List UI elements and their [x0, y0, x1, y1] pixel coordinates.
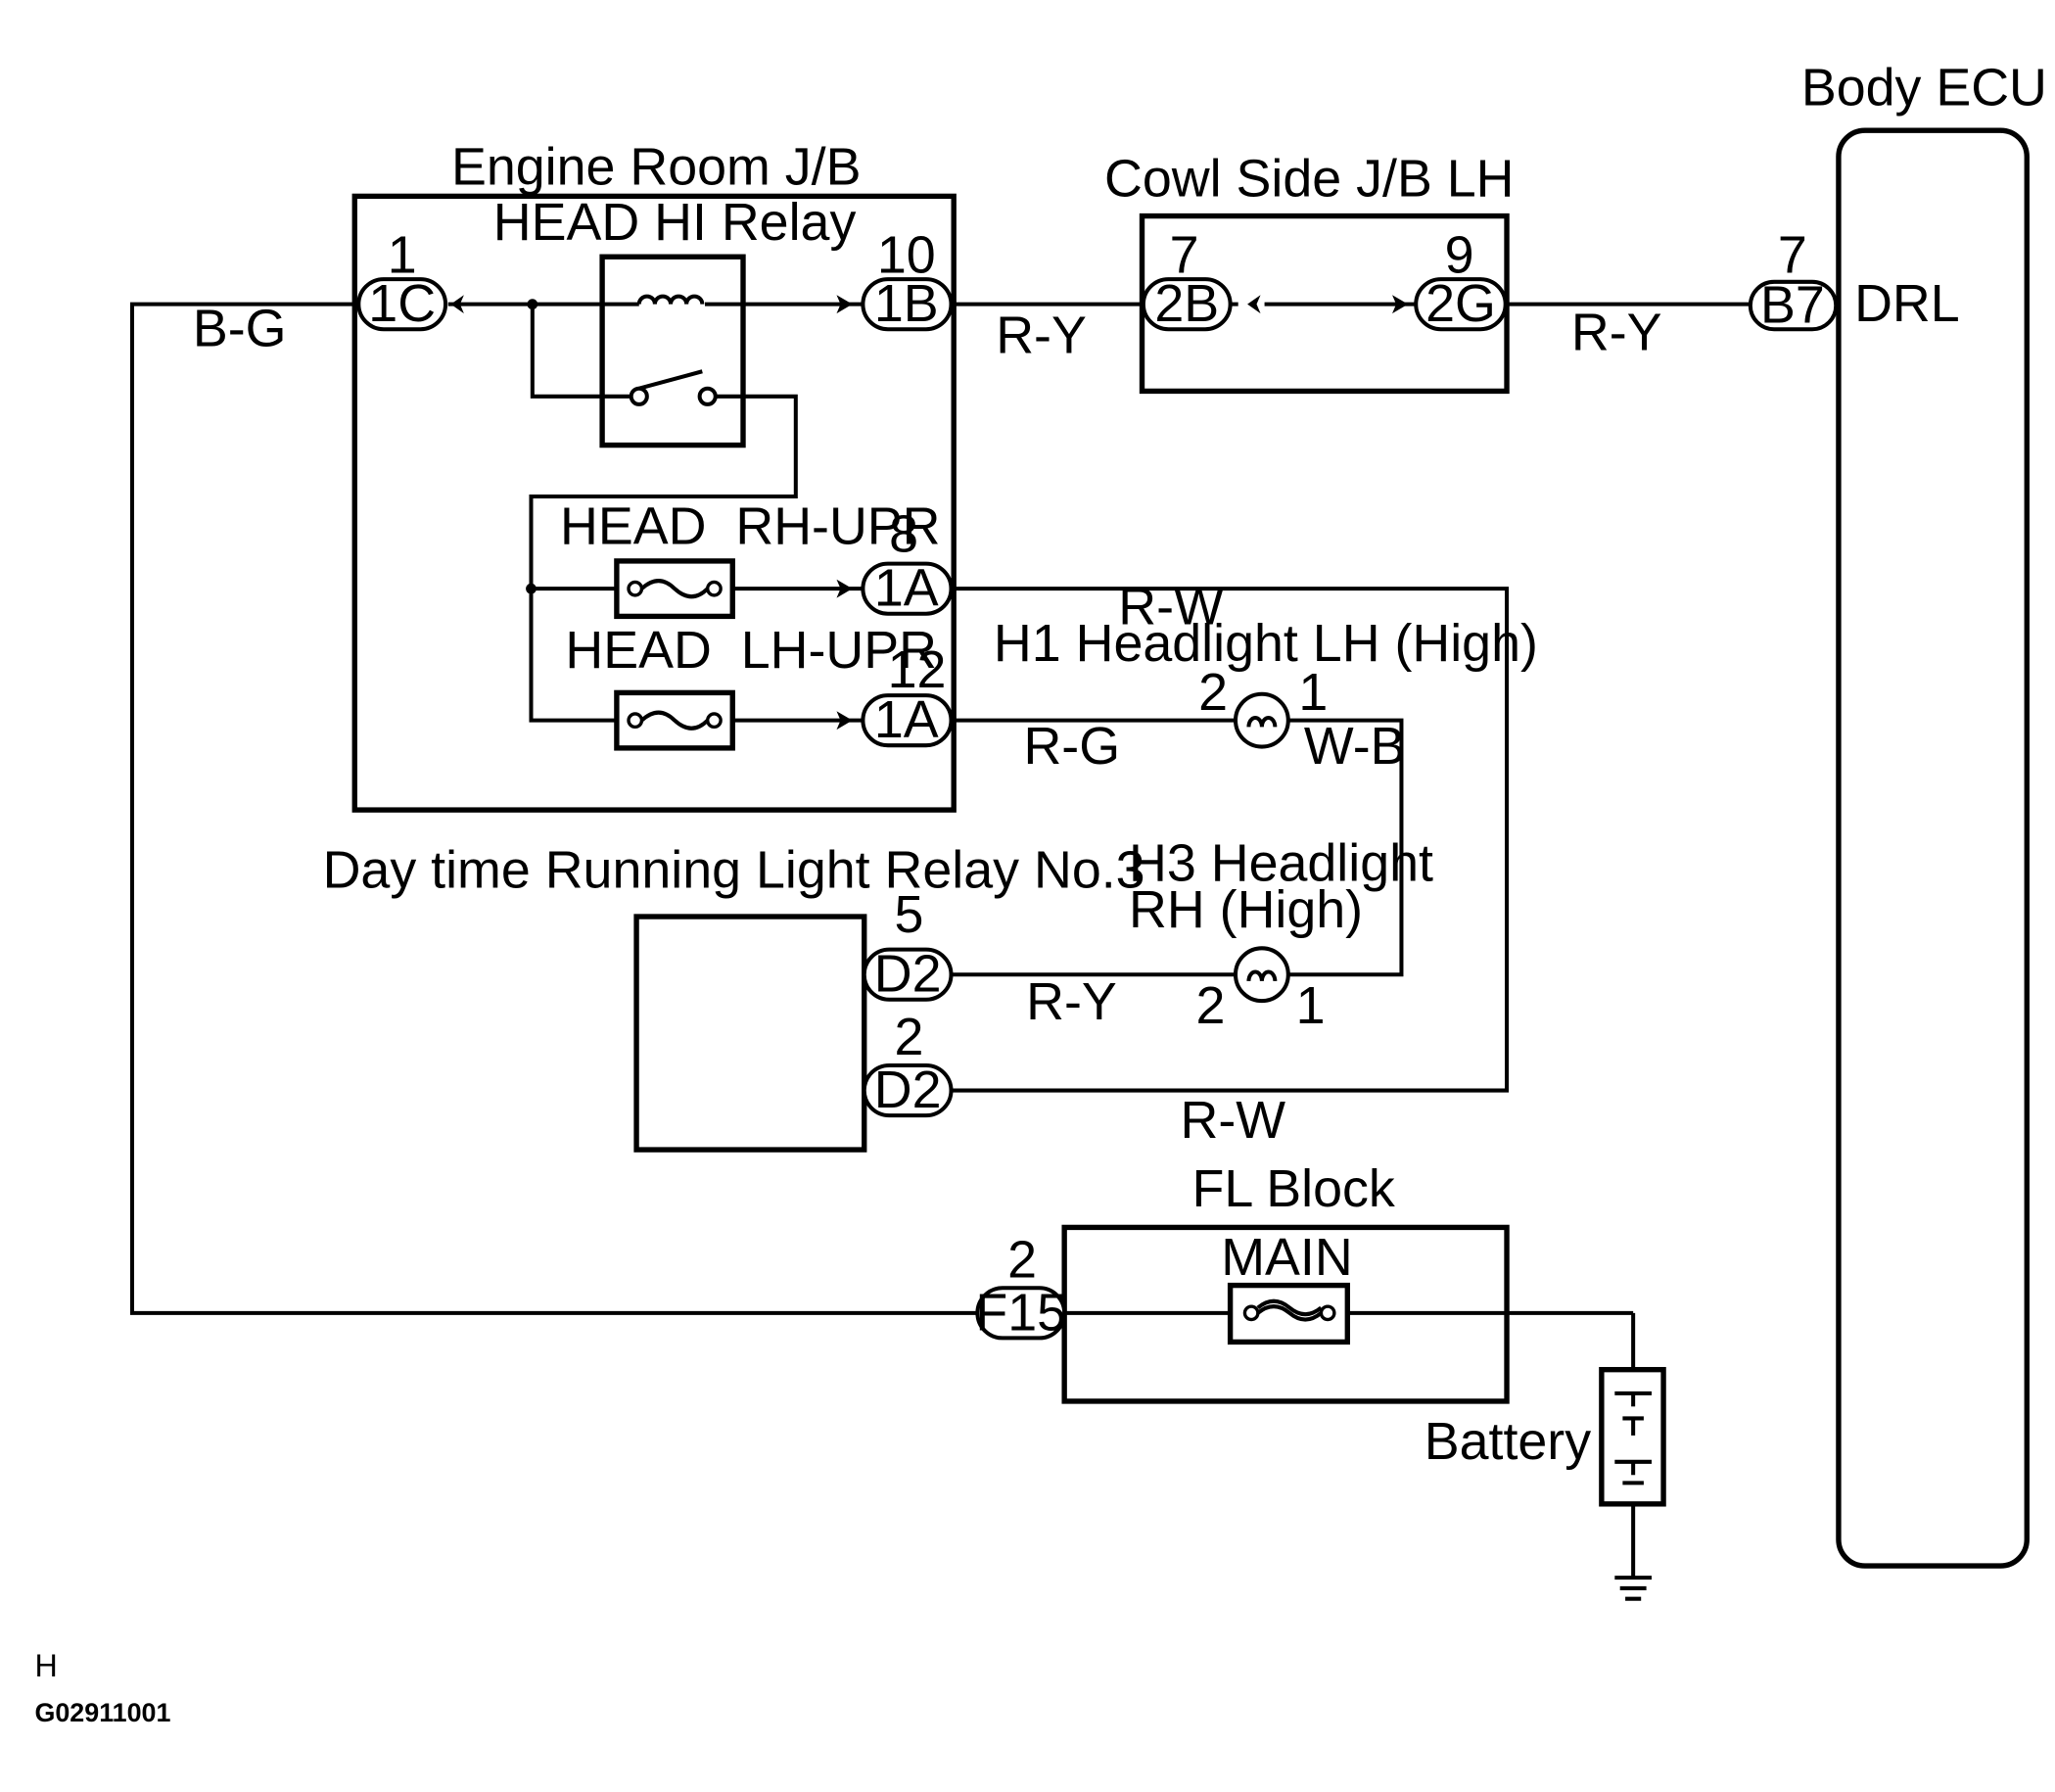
footer-letter: H: [34, 1648, 57, 1683]
wires: [129, 302, 1751, 1579]
h1-headlight-bulb-icon: [1233, 691, 1290, 749]
connector-2g-label: 2G: [1425, 274, 1496, 333]
body-ecu-label: Body ECU: [1801, 59, 2047, 118]
drl-relay-label: Day time Running Light Relay No.3: [323, 840, 1145, 899]
head-hi-relay-box: [599, 254, 746, 448]
head-lh-upr-label: HEAD LH-UPR: [565, 621, 937, 680]
pin-number: 2: [1007, 1231, 1037, 1290]
relay-coil-icon: [636, 294, 705, 305]
pin-number: 5: [895, 885, 924, 944]
wire-color-label: R-G: [1023, 717, 1120, 776]
pin-number: 2: [895, 1008, 924, 1066]
fl-block-label: FL Block: [1192, 1159, 1395, 1218]
pin-number: 7: [1170, 225, 1199, 284]
cowl-side-jb-label: Cowl Side J/B LH: [1104, 149, 1514, 208]
pin-number: 1: [1298, 663, 1328, 722]
connector-arrow-icon: [836, 711, 853, 731]
ground-icon: [1614, 1576, 1652, 1601]
connector-1a-12-label: 1A: [874, 690, 939, 749]
connector-1b: [861, 277, 954, 332]
engine-room-jb-label: Engine Room J/B: [451, 137, 862, 196]
connector-1c: [356, 277, 448, 332]
connector-1a-12: [861, 693, 954, 748]
wire-color-label: R-Y: [996, 306, 1087, 364]
junction-dot: [527, 299, 538, 310]
connector-1a-8-label: 1A: [874, 559, 939, 618]
connector-2g: [1414, 277, 1508, 332]
connector-1c-label: 1C: [368, 274, 436, 333]
head-rh-upr-label: HEAD RH-UPR: [560, 496, 940, 555]
connector-arrow-icon: [450, 295, 464, 314]
wire-color-label: R-W: [1181, 1091, 1286, 1150]
connector-arrow-icon: [836, 295, 853, 314]
wire-color-label: R-Y: [1026, 972, 1117, 1031]
connector-b7: [1748, 279, 1839, 332]
pin-number: 9: [1445, 225, 1474, 284]
battery-label: Battery: [1424, 1412, 1591, 1471]
pin-number: 2: [1195, 976, 1225, 1035]
pin-number: 1: [388, 225, 417, 284]
fuse-icon: [614, 558, 735, 620]
h3-headlight-label-2: RH (High): [1129, 880, 1363, 939]
fuse-icon: [614, 689, 735, 751]
connector-1a-8: [861, 561, 954, 616]
pin-number: 7: [1778, 225, 1807, 284]
connector-d2-2-label: D2: [874, 1061, 942, 1119]
connector-2b-label: 2B: [1154, 274, 1219, 333]
pin-number: 12: [888, 640, 947, 699]
connector-d2-5: [862, 947, 954, 1002]
main-fuse-label: MAIN: [1221, 1228, 1352, 1287]
engine-room-jb-box: [351, 193, 957, 813]
pin-number: 2: [1198, 663, 1228, 722]
wire-color-label: W-B: [1304, 717, 1406, 776]
connector-1b-label: 1B: [874, 274, 939, 333]
connector-arrow-icon: [1247, 295, 1261, 314]
relay-switch-icon: [629, 369, 718, 406]
pin-number: 1: [1296, 976, 1326, 1035]
drl-relay-box: [633, 914, 867, 1153]
connector-arrow-icon: [1392, 295, 1409, 314]
wire-color-label: R-Y: [1571, 304, 1662, 362]
pin-number: 10: [877, 225, 936, 284]
battery-icon: [1599, 1366, 1666, 1507]
connector-b7-label: B7: [1760, 275, 1825, 334]
connector-f15: [975, 1286, 1067, 1341]
wire-color-label: B-G: [193, 300, 287, 358]
body-ecu-box: [1836, 127, 2030, 1569]
h1-headlight-label: H1 Headlight LH (High): [994, 614, 1538, 673]
drl-label: DRL: [1854, 274, 1960, 333]
connector-d2-5-label: D2: [874, 945, 942, 1004]
connector-2b: [1141, 277, 1233, 332]
figure-code: G02911001: [34, 1698, 170, 1727]
main-fuse-icon: [1227, 1282, 1350, 1345]
connector-arrow-icon: [836, 579, 853, 598]
pin-number: 8: [889, 505, 918, 564]
h3-headlight-bulb-icon: [1233, 946, 1290, 1004]
wire-color-label: R-W: [1118, 577, 1224, 636]
connector-d2-2: [862, 1062, 954, 1118]
h3-headlight-label-1: H3 Headlight: [1129, 834, 1433, 893]
connector-f15-label: F15: [975, 1283, 1066, 1342]
junction-dot: [526, 583, 537, 594]
head-hi-relay-label: HEAD HI Relay: [493, 193, 857, 252]
